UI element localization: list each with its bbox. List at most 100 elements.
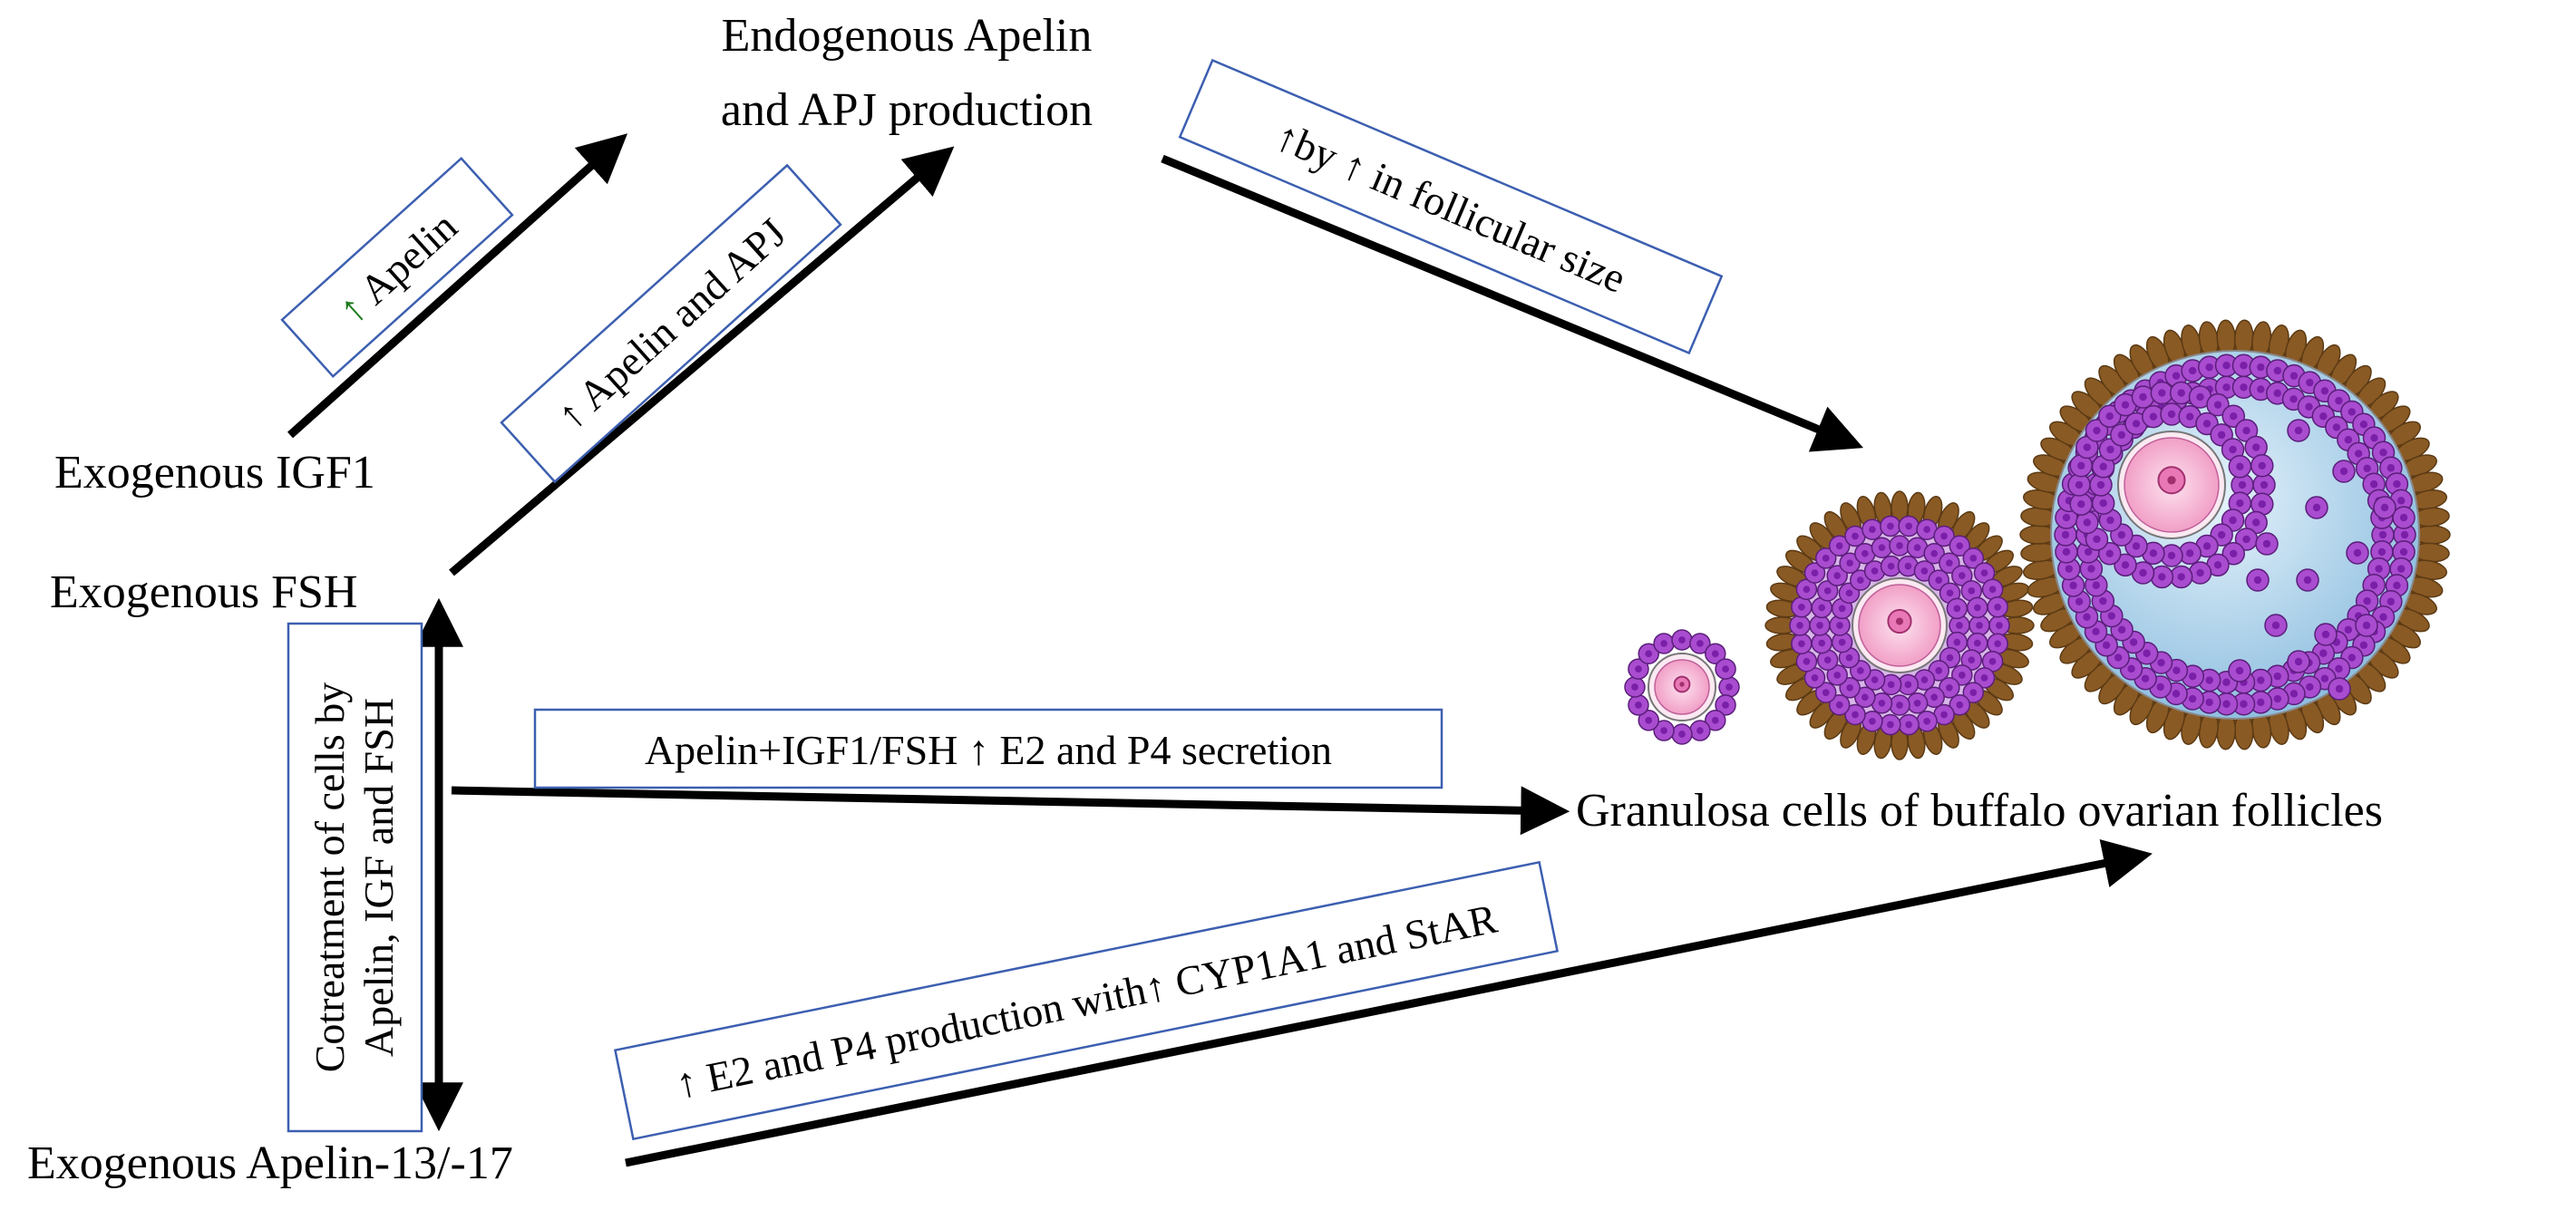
cell-nucleus [2257, 676, 2265, 684]
cell-nucleus [2202, 542, 2211, 550]
cell-nucleus [1722, 665, 1729, 673]
cell-nucleus [2093, 535, 2101, 544]
cell-nucleus [2167, 551, 2176, 560]
cell-nucleus [1988, 586, 1997, 594]
cell-nucleus [1976, 622, 1983, 629]
cell-nucleus [2335, 664, 2343, 673]
cell-nucleus [2185, 549, 2194, 557]
cell-nucleus [2106, 445, 2114, 454]
cell-nucleus [1803, 657, 1811, 665]
cell-nucleus [1940, 711, 1948, 719]
cell-nucleus [2363, 464, 2371, 473]
cell-nucleus [1796, 622, 1803, 629]
cell-nucleus [1845, 653, 1853, 662]
cell-nucleus [2257, 363, 2265, 372]
cell-nucleus [2294, 657, 2303, 666]
cell-nucleus [1913, 544, 1921, 552]
svg-text:↑ Apelin and APJ: ↑ Apelin and APJ [548, 209, 794, 439]
cell-nucleus [1631, 683, 1638, 691]
cell-nucleus [1856, 576, 1864, 584]
cell-nucleus [2105, 411, 2114, 421]
cell-nucleus [1946, 683, 1953, 692]
cell-nucleus [2205, 698, 2213, 707]
cell-nucleus [1645, 716, 1653, 724]
cell-nucleus [2127, 664, 2135, 673]
cell-nucleus [2377, 547, 2386, 557]
cell-nucleus [2320, 674, 2329, 682]
cell-nucleus [1833, 572, 1842, 579]
cotreatment-text-line2: Apelin, IGF and FSH [355, 698, 402, 1057]
follicle-size-box: ↑by ↑ in follicular size [1178, 58, 1724, 355]
cell-nucleus [2332, 423, 2341, 431]
cell-nucleus [2306, 682, 2314, 692]
cell-nucleus [2306, 378, 2314, 387]
follicle-illustrations [1624, 319, 2451, 760]
cell-nucleus [1635, 665, 1642, 673]
cell-nucleus [1973, 639, 1981, 647]
cell-nucleus [2077, 461, 2085, 469]
cell-nucleus [2213, 561, 2222, 569]
cell-nucleus [2102, 641, 2111, 650]
cell-nucleus [1803, 586, 1811, 594]
cell-nucleus [1833, 672, 1842, 679]
secretion-text-1: Apelin+IGF1/FSH [645, 727, 968, 773]
arrow-apelin-to-granulosa [625, 839, 2153, 1167]
cell-nucleus [2156, 682, 2164, 692]
cell-nucleus [2240, 383, 2248, 392]
cell-nucleus [2099, 499, 2107, 508]
cell-nucleus [1935, 667, 1943, 674]
cell-nucleus [1696, 727, 1704, 734]
cell-nucleus [2132, 542, 2141, 550]
cell-nucleus [2257, 698, 2265, 707]
cell-nucleus [2132, 420, 2141, 428]
cell-nucleus [2092, 581, 2101, 589]
cell-nucleus [2217, 431, 2226, 440]
cell-nucleus [2196, 392, 2204, 402]
cell-nucleus [2196, 568, 2204, 577]
cotreatment-box: Cotreatment of cells by Apelin, IGF and … [287, 622, 423, 1133]
cell-nucleus [2117, 431, 2126, 440]
cell-nucleus [2230, 549, 2238, 558]
arrow-igf1-to-endogenous [287, 133, 628, 439]
cell-nucleus [2335, 684, 2344, 693]
cell-nucleus [2260, 480, 2269, 489]
svg-text:↑ E2 and P4 production with↑: ↑ E2 and P4 production with↑ CYP1A1 and … [672, 895, 1502, 1107]
cell-nucleus [2075, 480, 2084, 489]
cell-nucleus [1838, 638, 1846, 646]
cell-nucleus [2222, 678, 2231, 686]
cell-nucleus [2117, 625, 2126, 634]
cell-nucleus [1958, 572, 1966, 579]
cell-nucleus [2157, 658, 2165, 667]
cell-nucleus [2092, 627, 2100, 636]
cell-nucleus [2240, 362, 2248, 370]
cell-nucleus [1935, 576, 1943, 584]
cell-nucleus [2222, 383, 2231, 392]
cell-nucleus [2158, 389, 2166, 397]
cell-nucleus [2305, 402, 2313, 411]
cell-nucleus [2121, 401, 2130, 409]
cell-nucleus [2319, 412, 2328, 421]
cell-nucleus [2400, 530, 2409, 539]
cell-nucleus [1823, 656, 1832, 664]
cell-nucleus [2149, 549, 2158, 557]
cell-nucleus [2149, 412, 2158, 421]
cell-nucleus [2294, 426, 2303, 435]
cell-nucleus [1846, 559, 1853, 567]
cell-nucleus [1878, 544, 1886, 552]
cell-nucleus [1836, 622, 1843, 629]
nucleolus [1679, 682, 1685, 687]
cell-nucleus [1835, 542, 1843, 550]
cell-nucleus [2083, 613, 2091, 621]
cell-nucleus [2386, 597, 2396, 605]
cell-nucleus [1896, 702, 1903, 709]
cell-nucleus [2172, 690, 2181, 698]
cell-nucleus [1871, 567, 1879, 575]
svg-text:Apelin+IGF1/FSH ↑ E2 and P4 se: Apelin+IGF1/FSH ↑ E2 and P4 secretion [645, 727, 1332, 773]
cell-nucleus [2370, 433, 2378, 442]
cell-nucleus [2129, 638, 2138, 646]
cell-nucleus [1887, 721, 1894, 729]
cell-nucleus [1811, 674, 1819, 682]
cell-nucleus [2205, 363, 2213, 372]
cell-nucleus [2238, 480, 2247, 489]
cotreatment-text-line1: Cotreatment of cells by [306, 682, 353, 1073]
